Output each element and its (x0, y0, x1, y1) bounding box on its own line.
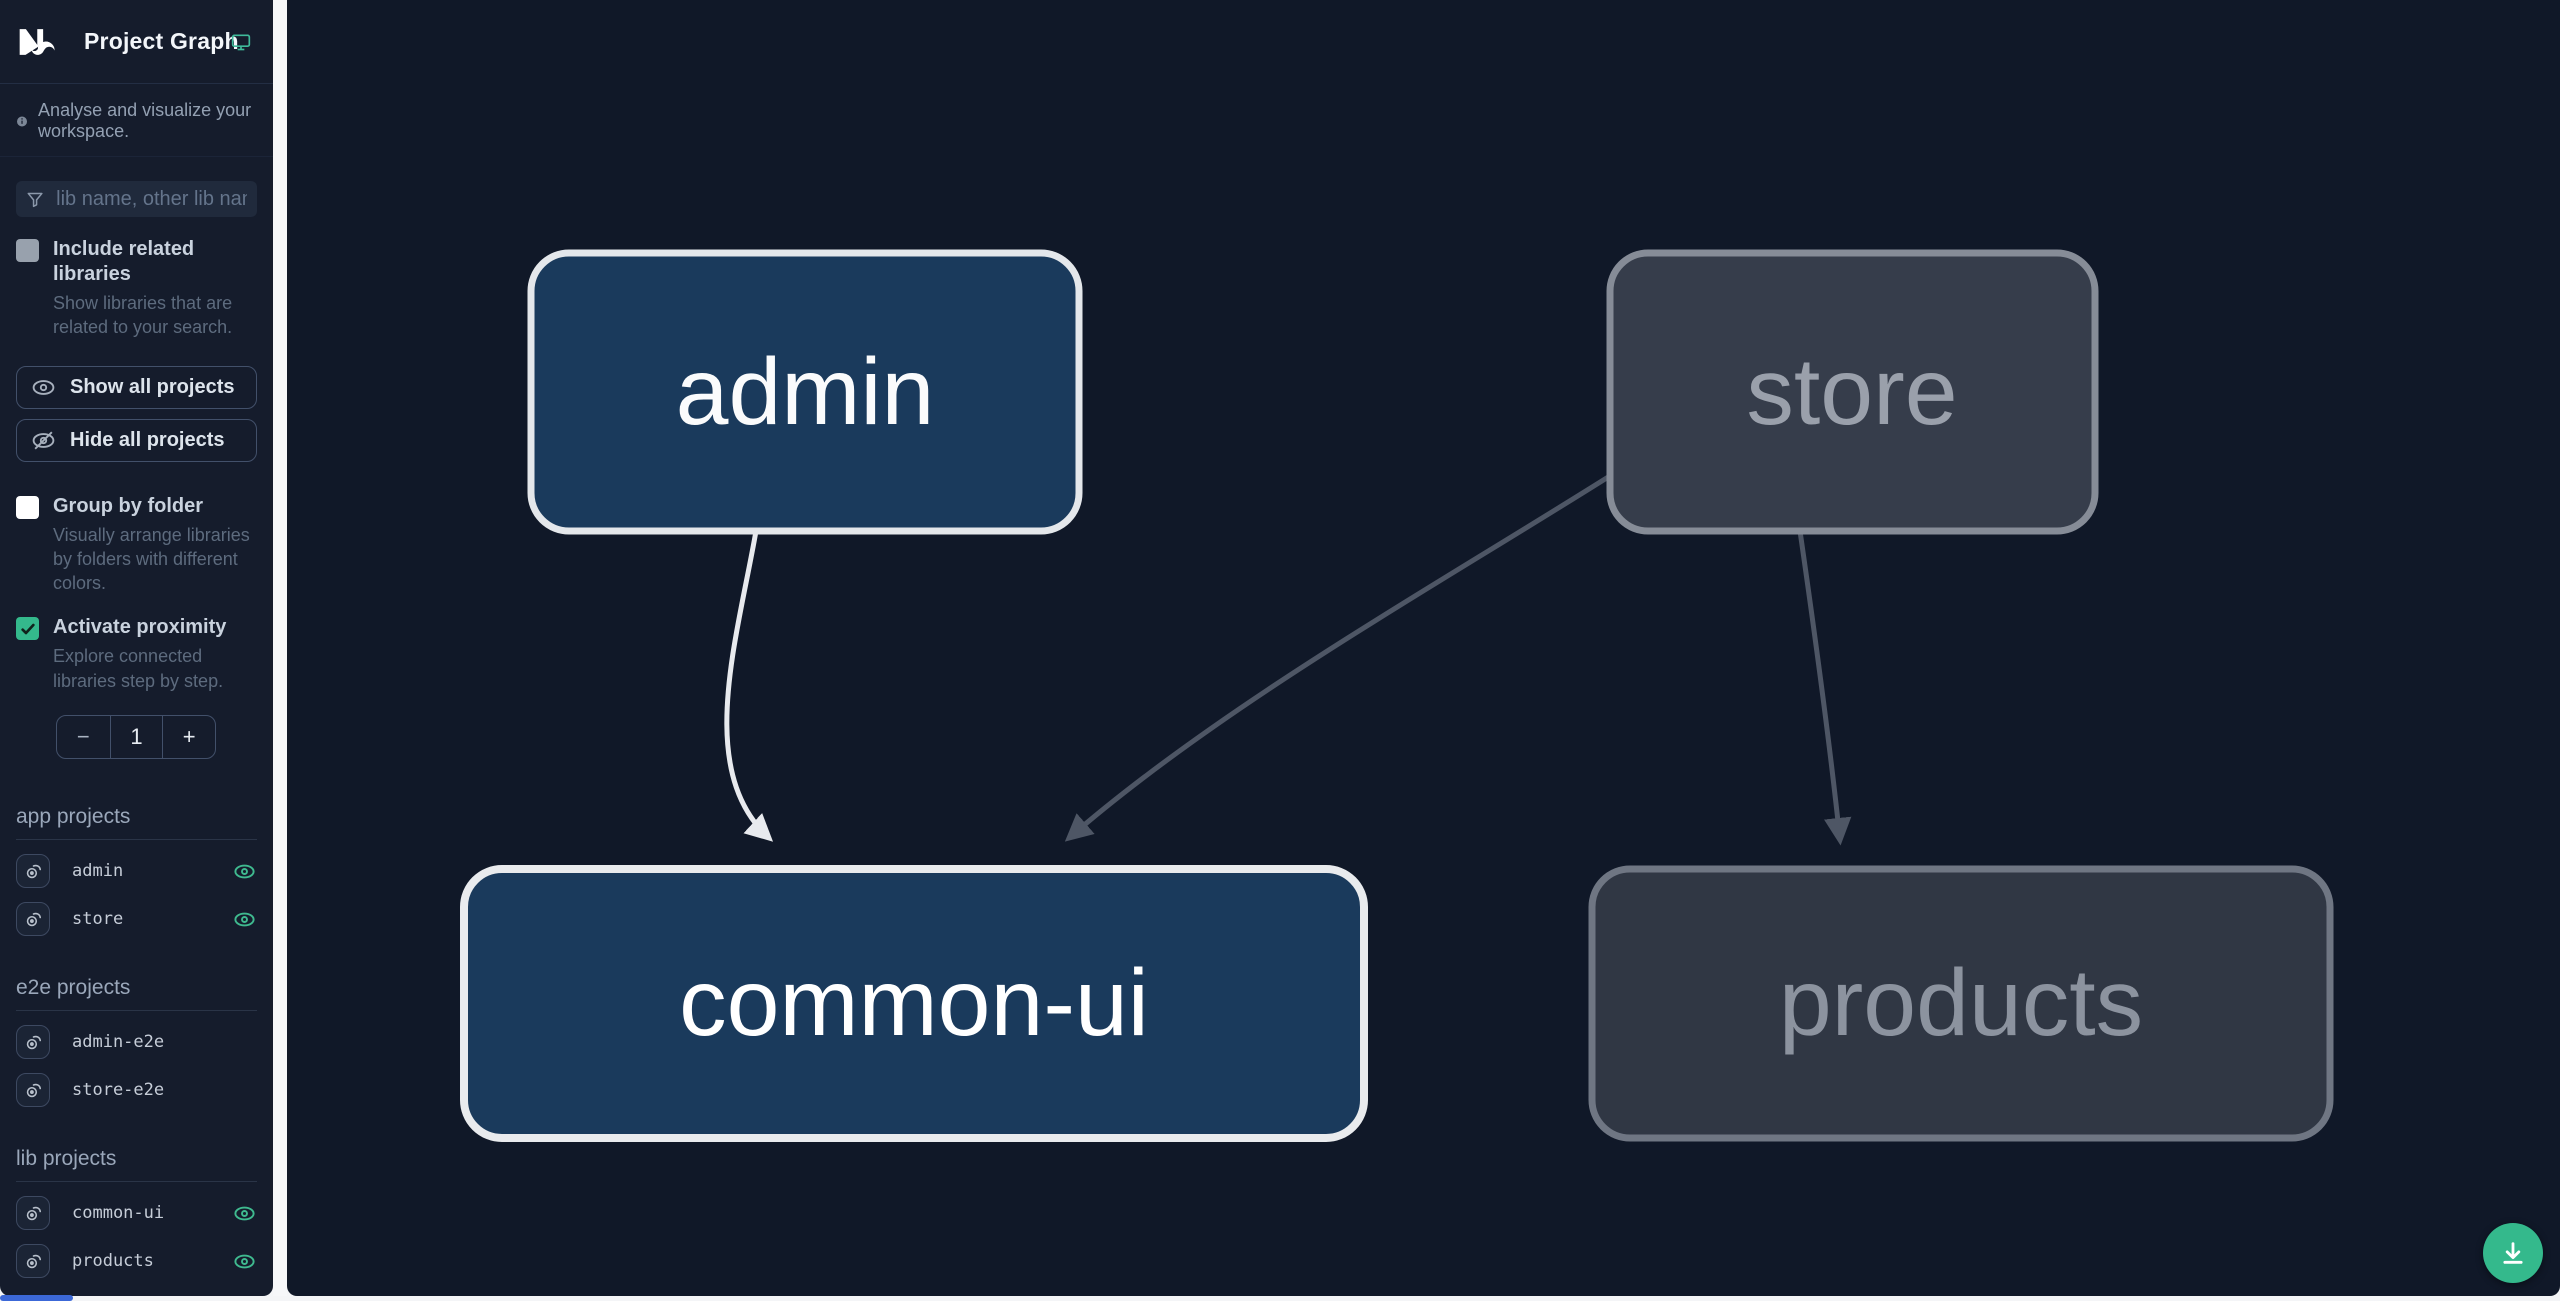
increment-button[interactable]: + (162, 716, 215, 759)
project-row-admin-e2e: admin-e2e (16, 1025, 257, 1060)
section-e2e-projects: e2e projects (16, 976, 257, 1012)
focus-project-button[interactable] (16, 1196, 50, 1231)
project-row-products: products (16, 1244, 257, 1279)
focus-pin-icon (26, 864, 41, 878)
download-image-button[interactable] (2483, 1223, 2543, 1283)
focus-pin-icon (26, 912, 41, 926)
project-row-admin: admin (16, 854, 257, 889)
library-search-input[interactable] (56, 187, 247, 211)
group-by-folder-label: Group by folder (53, 494, 203, 517)
decrement-button[interactable]: − (76, 724, 90, 750)
project-name: admin (72, 861, 124, 882)
project-name: common-ui (72, 1203, 165, 1224)
eye-icon (32, 379, 55, 395)
edge-store-common-ui (1064, 471, 1615, 842)
include-related-description: Show libraries that are related to your … (53, 293, 233, 338)
group-by-folder-checkbox[interactable] (16, 495, 39, 519)
project-graph-svg: admin store common-ui products (460, 249, 2334, 1142)
hide-all-projects-button[interactable]: Hide all projects (16, 418, 257, 462)
toggle-visibility-button[interactable] (231, 906, 257, 932)
focus-pin-icon (26, 1035, 41, 1049)
node-products-label: products (1779, 950, 2143, 1056)
theme-monitor-icon[interactable] (231, 32, 251, 52)
include-related-label: Include related libraries (53, 238, 195, 285)
horizontal-scrollbar-thumb[interactable] (0, 1295, 73, 1301)
include-related-option: Include related libraries Show libraries… (0, 217, 273, 340)
project-row-store: store (16, 902, 257, 937)
proximity-depth-stepper: − 1 + (56, 715, 216, 760)
focus-project-button[interactable] (16, 1073, 50, 1108)
project-name: admin-e2e (72, 1032, 165, 1053)
include-related-checkbox[interactable] (16, 239, 39, 262)
show-all-projects-label: Show all projects (70, 375, 235, 398)
toggle-visibility-button[interactable] (231, 1248, 257, 1274)
workspace-intro: Analyse and visualize your workspace. (0, 84, 273, 157)
show-all-projects-button[interactable]: Show all projects (16, 365, 257, 409)
focus-pin-icon (26, 1206, 41, 1220)
eye-off-icon (32, 431, 55, 450)
node-store-label: store (1746, 339, 1957, 445)
project-name: store (72, 909, 124, 930)
edge-admin-common-ui (724, 530, 774, 842)
node-common-ui[interactable]: common-ui (460, 865, 1368, 1142)
page-title: Project Graph (84, 28, 239, 54)
project-name: products (72, 1251, 154, 1272)
activate-proximity-description: Explore connected libraries step by step… (53, 646, 224, 691)
section-app-projects: app projects (16, 805, 257, 841)
project-row-common-ui: common-ui (16, 1196, 257, 1231)
filter-box (16, 181, 257, 217)
graph-canvas[interactable]: admin store common-ui products (287, 0, 2560, 1296)
project-row-store-e2e: store-e2e (16, 1073, 257, 1108)
focus-pin-icon (26, 1254, 41, 1268)
section-lib-projects: lib projects (16, 1147, 257, 1183)
focus-project-button[interactable] (16, 1244, 50, 1279)
node-store[interactable]: store (1606, 249, 2099, 535)
node-admin[interactable]: admin (527, 249, 1083, 535)
project-name: store-e2e (72, 1080, 165, 1101)
workspace-intro-text: Analyse and visualize your workspace. (38, 100, 252, 141)
sidebar: Project Graph Analyse and visualize your… (0, 0, 273, 1296)
nx-logo (19, 28, 55, 55)
activate-proximity-checkbox[interactable] (16, 617, 39, 641)
check-icon (20, 623, 35, 635)
focus-pin-icon (26, 1083, 41, 1097)
edge-store-products (1797, 530, 1852, 846)
focus-project-button[interactable] (16, 902, 50, 937)
focus-project-button[interactable] (16, 1025, 50, 1060)
toggle-visibility-button[interactable] (231, 1200, 257, 1226)
filter-funnel-icon (27, 192, 43, 207)
focus-project-button[interactable] (16, 854, 50, 889)
eye-icon (233, 1206, 255, 1220)
toggle-visibility-button[interactable] (231, 858, 257, 884)
eye-icon (233, 864, 255, 878)
group-by-folder-description: Visually arrange libraries by folders wi… (53, 524, 250, 594)
activate-proximity-option: Activate proximity Explore connected lib… (0, 595, 273, 693)
node-admin-label: admin (676, 339, 935, 445)
eye-icon (233, 1254, 255, 1268)
activate-proximity-label: Activate proximity (53, 616, 227, 639)
eye-icon (233, 912, 255, 926)
node-products[interactable]: products (1588, 865, 2334, 1142)
sidebar-header: Project Graph (0, 0, 273, 84)
info-icon (17, 115, 28, 127)
proximity-depth-value: 1 (109, 716, 163, 759)
sidebar-scrollbar-gutter (273, 0, 287, 1296)
download-icon (2503, 1242, 2523, 1264)
group-by-folder-option: Group by folder Visually arrange librari… (0, 462, 273, 596)
hide-all-projects-label: Hide all projects (70, 428, 225, 451)
node-common-ui-label: common-ui (679, 950, 1149, 1056)
